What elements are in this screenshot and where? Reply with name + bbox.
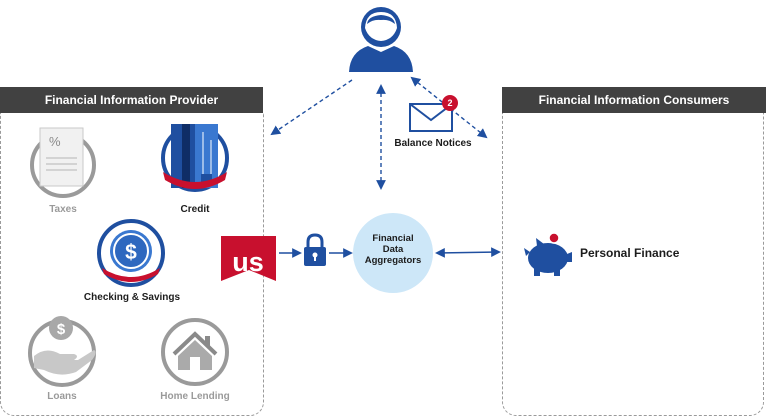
hand-coin-icon: $ bbox=[28, 316, 96, 387]
svg-text:$: $ bbox=[57, 321, 66, 338]
provider-panel-title: Financial Information Provider bbox=[0, 87, 263, 113]
user-icon bbox=[349, 7, 413, 72]
credit-label: Credit bbox=[180, 204, 210, 215]
aggregator-to-consumer-arrow bbox=[435, 247, 501, 258]
consumer-panel-title: Financial Information Consumers bbox=[502, 87, 766, 113]
piggy-bank-icon bbox=[524, 232, 572, 276]
user-to-provider-arrow bbox=[270, 79, 353, 136]
aggregator-circle bbox=[353, 213, 433, 293]
notification-badge bbox=[442, 95, 458, 111]
svg-text:us: us bbox=[232, 247, 264, 277]
document-percent-icon: % bbox=[30, 127, 96, 198]
aggregator-label-line2: Data bbox=[382, 244, 404, 255]
dollar-coin-icon: $ bbox=[97, 219, 165, 287]
loans-label: Loans bbox=[47, 391, 77, 402]
aggregator-label-line1: Financial bbox=[372, 233, 414, 244]
notification-count: 2 bbox=[447, 98, 453, 108]
svg-text:$: $ bbox=[125, 241, 137, 264]
checking-savings-label: Checking & Savings bbox=[83, 292, 181, 303]
aggregator-label-line3: Aggregators bbox=[364, 255, 422, 266]
credit-card-icon bbox=[161, 124, 229, 192]
taxes-label: Taxes bbox=[49, 204, 77, 215]
user-to-consumer-arrow bbox=[410, 76, 488, 139]
connector-arrows bbox=[270, 76, 501, 258]
consumer-panel bbox=[502, 113, 764, 416]
svg-text:%: % bbox=[49, 134, 61, 149]
bank-logo-icon: us bbox=[221, 236, 276, 281]
aggregator-label: Financial Data Aggregators bbox=[353, 233, 433, 266]
home-lending-label: Home Lending bbox=[160, 391, 230, 402]
house-icon bbox=[161, 318, 229, 386]
personal-finance-label: Personal Finance bbox=[580, 246, 680, 260]
balance-notices-label: Balance Notices bbox=[394, 138, 472, 149]
padlock-icon bbox=[304, 233, 326, 266]
